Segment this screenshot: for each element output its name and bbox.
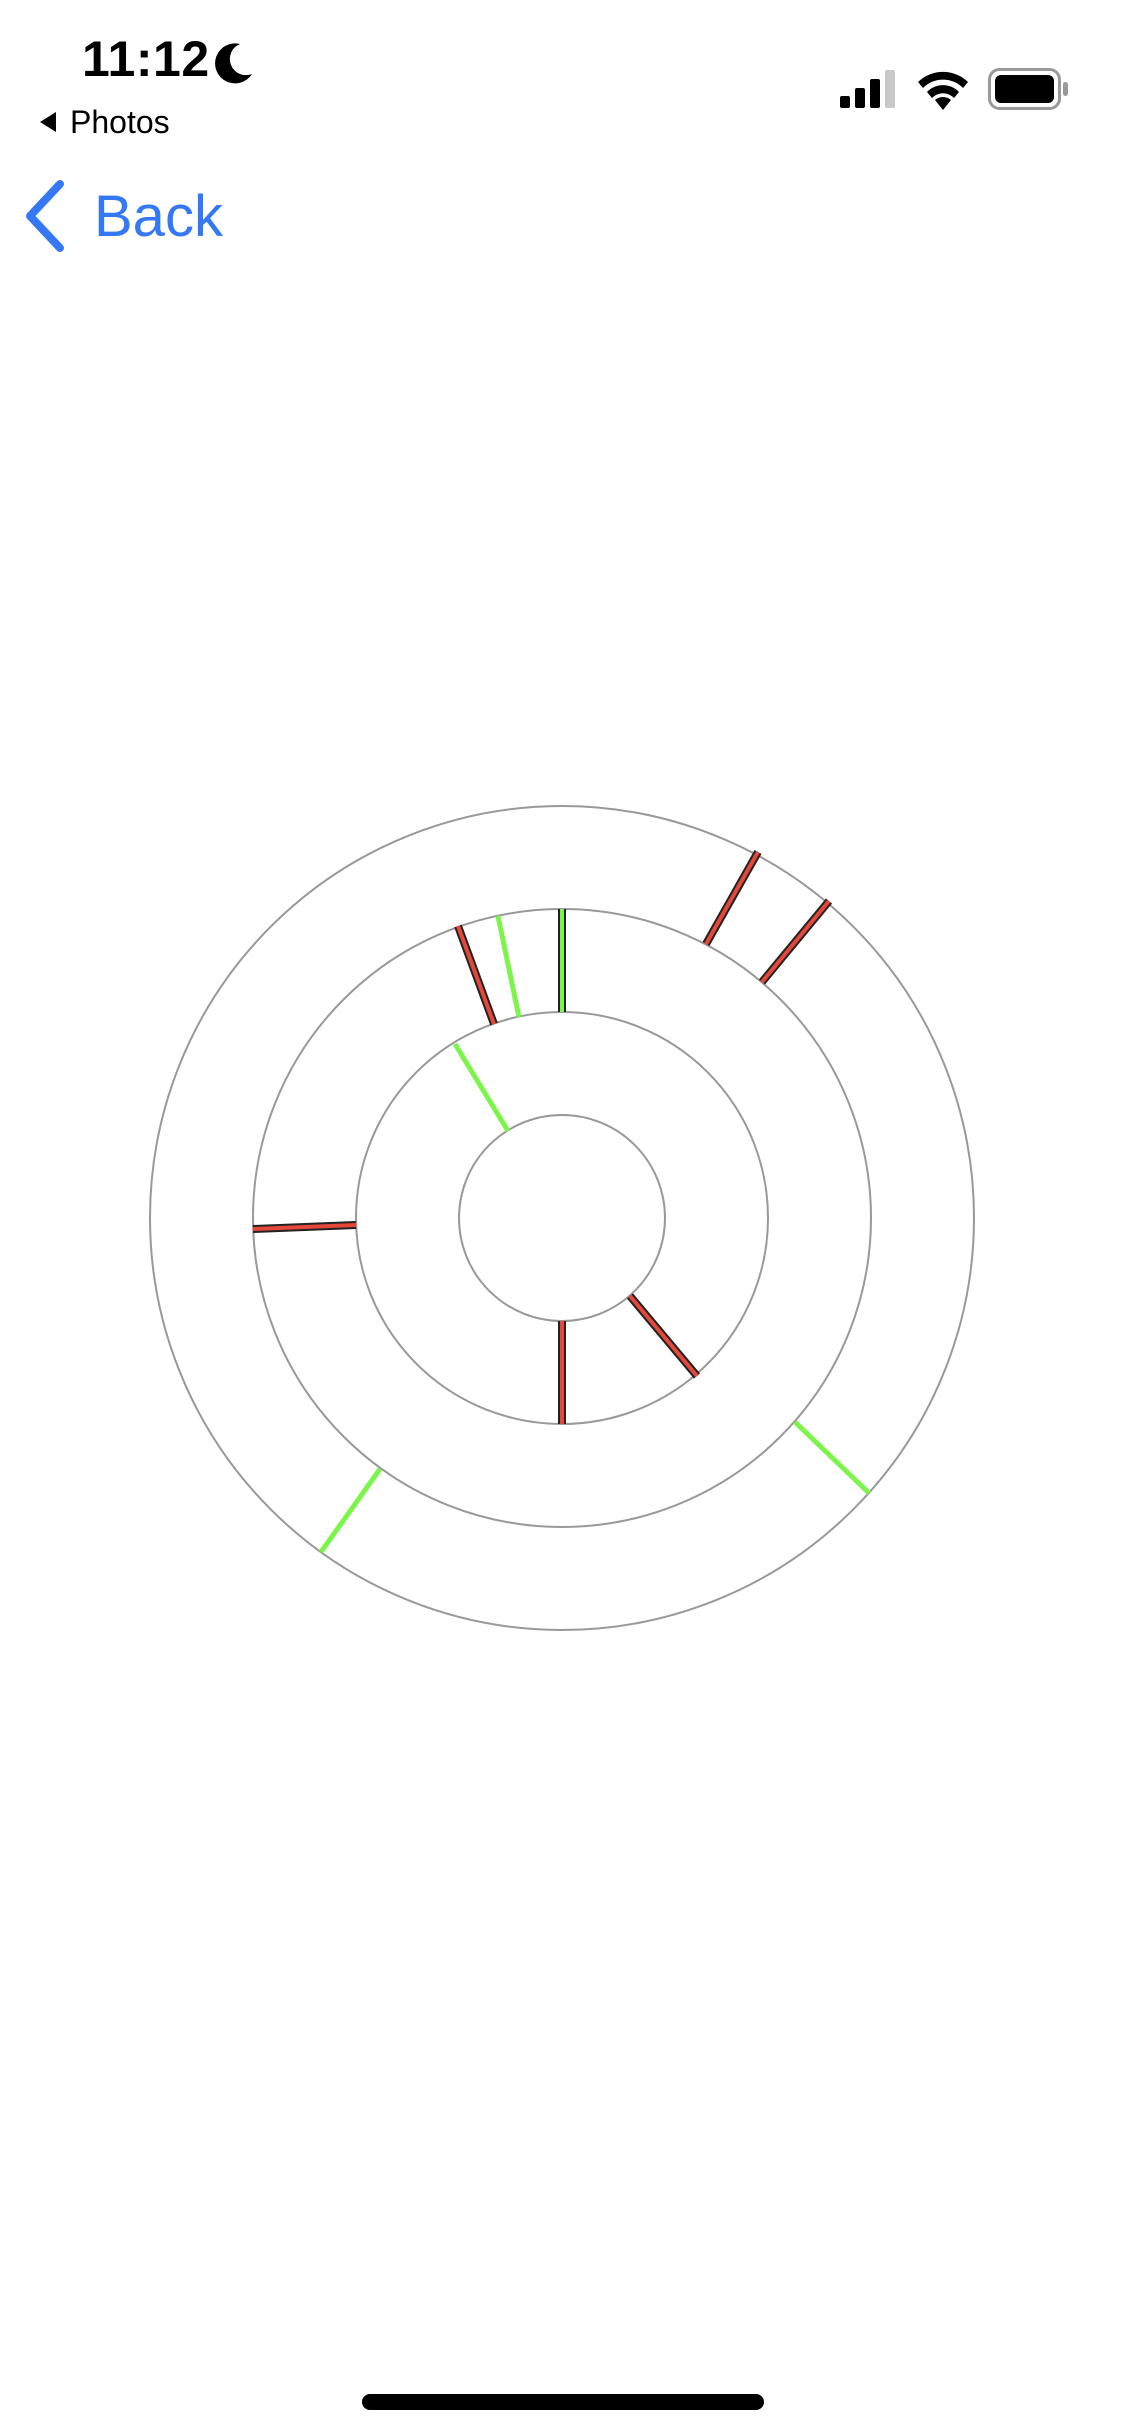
red-mark	[704, 851, 760, 945]
ring-second	[355, 1011, 769, 1425]
red-mark	[252, 1221, 357, 1233]
red-mark	[252, 1223, 357, 1231]
red-mark	[702, 850, 762, 946]
red-mark	[628, 1294, 699, 1378]
red-mark	[454, 924, 498, 1026]
home-indicator[interactable]	[362, 2394, 764, 2410]
status-bar: 11:12 Photos	[0, 0, 1125, 150]
ring-inner	[458, 1114, 666, 1322]
wifi-icon	[918, 71, 968, 110]
red-mark	[760, 899, 831, 984]
battery-icon	[988, 68, 1068, 110]
red-mark	[456, 925, 496, 1025]
signal-icon	[840, 70, 895, 108]
back-button[interactable]: Back	[22, 176, 223, 256]
back-button-label: Back	[94, 183, 223, 249]
chevron-left-icon	[26, 180, 64, 252]
red-mark	[626, 1293, 701, 1379]
ring-third	[252, 908, 872, 1528]
triangle-left-icon	[40, 112, 56, 132]
green-mark	[452, 1042, 511, 1133]
ring-outer	[149, 805, 975, 1631]
back-to-app-label: Photos	[70, 103, 170, 140]
back-to-app-button[interactable]: Photos	[38, 102, 170, 142]
green-mark	[793, 1420, 871, 1495]
green-mark	[318, 1467, 383, 1554]
red-mark	[758, 898, 833, 985]
status-time: 11:12	[82, 31, 210, 87]
moon-icon	[215, 43, 252, 84]
green-mark	[495, 915, 522, 1018]
